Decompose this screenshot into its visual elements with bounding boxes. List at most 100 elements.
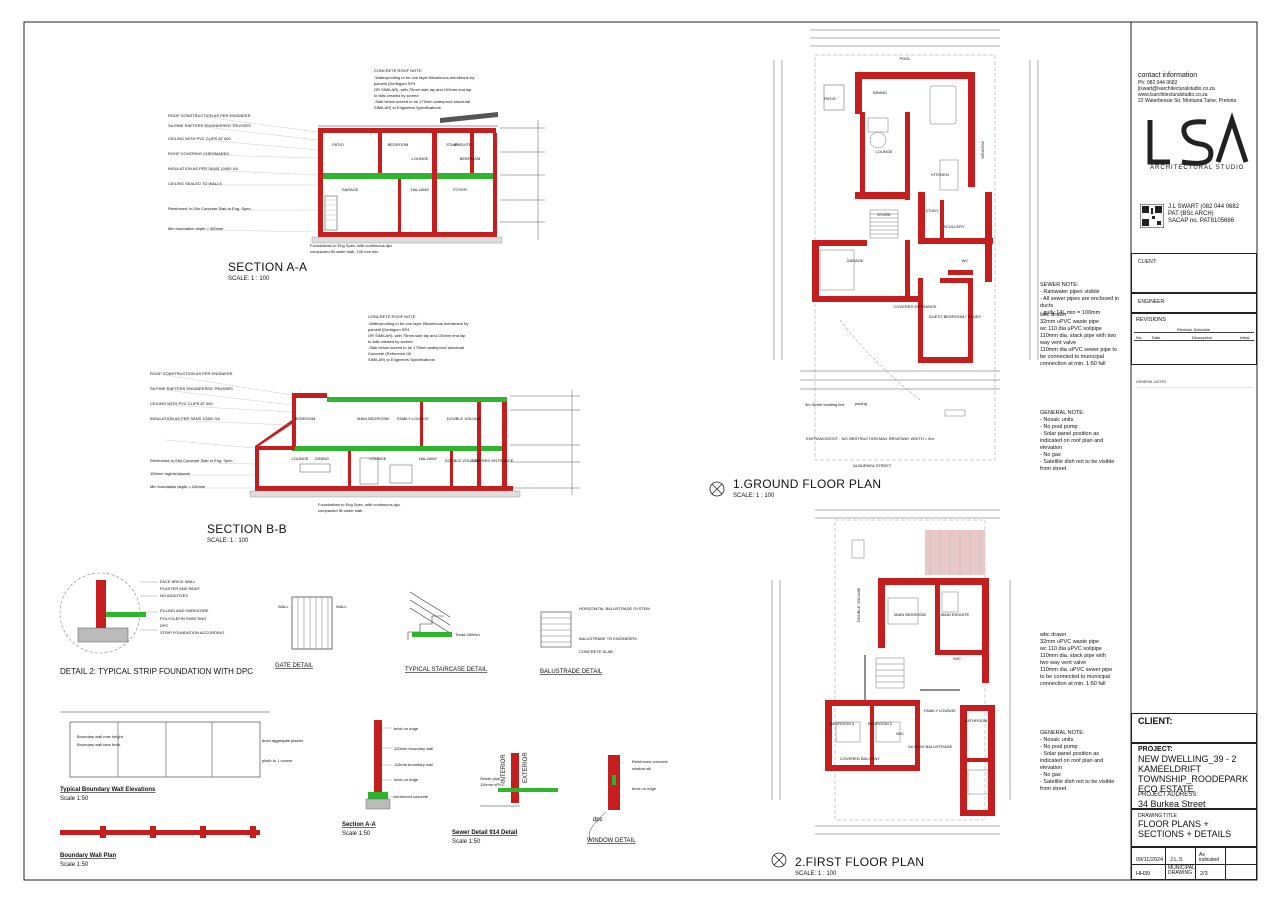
svg-text:-Slab below screed to be 175mm: -Slab below screed to be 175mm waterproo…	[374, 99, 470, 104]
gf-rooms-room-10: STORE	[877, 212, 891, 217]
gf-rooms-room-1: LOUNGE	[876, 149, 893, 154]
svg-text:compacted fill under slab, 100: compacted fill under slab, 100 mm min	[310, 249, 378, 254]
gf-rooms-room-7: WC	[962, 258, 969, 263]
ff-sewer-note: wbc drawn 32mm uPVC waste pipe wc 110 di…	[1040, 632, 1113, 687]
gf-rooms-room-4: GARAGE	[846, 258, 863, 263]
ff-rooms-room-6: FAMILY LOUNGE	[924, 708, 956, 713]
gf-general-note: GENERAL NOTE: - Nosaic units - No pool p…	[1040, 410, 1115, 472]
svg-text:Concrete (Reference Oil: Concrete (Reference Oil	[368, 351, 411, 356]
sheet-drawn: J.L.S	[1170, 857, 1183, 863]
drawing-title: FLOOR PLANS + SECTIONS + DETAILS	[1138, 819, 1232, 839]
sheet-job: HH39	[1136, 871, 1151, 877]
svg-text:BALUSTRADE TO ENGINEERS: BALUSTRADE TO ENGINEERS	[579, 636, 637, 641]
ff-title: 2.FIRST FLOOR PLAN	[795, 855, 924, 869]
svg-text:paving: paving	[855, 401, 867, 406]
svg-text:brick on edge: brick on edge	[394, 777, 419, 782]
svg-text:Tread 280mm: Tread 280mm	[455, 632, 480, 637]
svg-text:HORIZONTAL BALUSTRADE SYSTEM: HORIZONTAL BALUSTRADE SYSTEM	[579, 606, 650, 611]
project-name: NEW DWELLING_39 - 2 KAMEELDRIFT TOWNSHIP…	[1138, 754, 1249, 794]
svg-text:WALL: WALL	[336, 604, 348, 609]
boundary-plan-scale: Scale 1:50	[60, 862, 89, 868]
interior-label: INTERIOR	[501, 754, 507, 783]
svg-text:NO ADDITIVES: NO ADDITIVES	[160, 593, 188, 598]
svg-text:Reinforced In-Situ Concrete Sl: Reinforced In-Situ Concrete Slab to Eng.…	[168, 206, 252, 211]
gf-rooms-room-6: SCULLERY	[943, 224, 964, 229]
section-aa-note-title: CONCRETE ROOF NOTE:	[374, 68, 422, 73]
gf-rooms-room-9: COVERED ENTRANCE	[894, 304, 937, 309]
sec-aa-rooms-room-4: HALLWAY	[411, 187, 430, 192]
sec-bb-rooms-room-1: LOUNGE	[292, 456, 309, 461]
svg-text:FACE BRICK WALL: FACE BRICK WALL	[160, 579, 196, 584]
sheet-stage: MUNICIPAL DRAWING	[1168, 865, 1195, 876]
svg-text:ROOF CONSTRUCTION AS PER ENGIN: ROOF CONSTRUCTION AS PER ENGINEER	[150, 371, 233, 376]
section-aa-title: SECTION A-A	[228, 260, 307, 274]
svg-text:CONCRETE SLAB: CONCRETE SLAB	[579, 649, 613, 654]
svg-text:-Slab below screed to be 175mm: -Slab below screed to be 175mm waterproo…	[368, 345, 464, 350]
sheet-scale: As indicated	[1199, 852, 1220, 863]
svg-text:-Waterproofing to be one layer: -Waterproofing to be one layer Bituminou…	[374, 75, 474, 80]
svg-text:INSULATION AS PER SANS 10400 X: INSULATION AS PER SANS 10400 XA	[168, 166, 238, 171]
revisions-box: REVISIONS Revision Schedule No. Date Des…	[1131, 313, 1257, 365]
svg-text:DPC: DPC	[160, 623, 169, 628]
stair-detail-title: TYPICAL STAIRCASE DETAIL	[405, 667, 488, 673]
svg-text:SA PINE RAFTERS ENGINEERED TRU: SA PINE RAFTERS ENGINEERED TRUSSES	[150, 386, 233, 391]
gf-scale: SCALE: 1 : 100	[733, 493, 775, 499]
svg-text:220mm boundary wall: 220mm boundary wall	[394, 746, 433, 751]
ground-floor-plan: DININGLOUNGEKITCHENPATIOGARAGESTUDYSCULL…	[709, 29, 1039, 499]
svg-text:CEILING WITH PVC CLIPS AT 600: CEILING WITH PVC CLIPS AT 600	[150, 401, 214, 406]
strip-detail-title: DETAIL 2: TYPICAL STRIP FOUNDATION WITH …	[60, 667, 253, 676]
sec-aa-rooms-room-5: FOYER	[453, 187, 467, 192]
svg-text:SIMILAR) to Engineers Specific: SIMILAR) to Engineers Specifications	[374, 105, 441, 110]
svg-text:150mm high brickwork: 150mm high brickwork	[150, 471, 190, 476]
svg-text:FILLING AND HARDCORE: FILLING AND HARDCORE	[160, 608, 209, 613]
svg-text:-Waterproofing to be one layer: -Waterproofing to be one layer Bituminou…	[368, 321, 468, 326]
ff-rooms-room-7: COVERED BALCONY	[840, 756, 880, 761]
sec-aa-rooms-room-0: PATIO	[332, 142, 343, 147]
sheet-date: 09/11/2024	[1136, 857, 1164, 863]
svg-text:Min foundation depth = 300mm: Min foundation depth = 300mm	[168, 226, 224, 231]
drawing-title-box: DRAWING TITLE FLOOR PLANS + SECTIONS + D…	[1131, 809, 1257, 847]
gf-rooms-room-5: STUDY	[925, 208, 939, 213]
sewer-detail-title: Sewer Detail 914 Detail	[452, 830, 518, 836]
svg-text:Foundations to Eng Spec, with: Foundations to Eng Spec, with continuous…	[318, 502, 400, 507]
studio-logo	[1147, 112, 1249, 166]
gf-street: 34 BURKEA STREET	[853, 463, 892, 468]
studio-name: ARCHITECTURAL STUDIO	[1150, 165, 1245, 171]
svg-text:parcelit (Derbigum SP4: parcelit (Derbigum SP4	[374, 81, 416, 86]
gf-rooms-room-11: POOL	[899, 56, 911, 61]
svg-text:WALL: WALL	[278, 604, 290, 609]
svg-text:Reinforced In-Situ Concrete Sl: Reinforced In-Situ Concrete Slab to Eng.…	[150, 458, 234, 463]
gf-rooms-room-3: PATIO	[824, 96, 835, 101]
sec-bb-rooms-room-2: DINING	[315, 456, 329, 461]
ff-rooms-room-8: 1m HIGH BALUSTRADE	[908, 744, 953, 749]
svg-text:OR SIMILAR), with 75mm side la: OR SIMILAR), with 75mm side lap and 100m…	[374, 87, 472, 92]
svg-text:to falls created by screed: to falls created by screed	[368, 339, 412, 344]
svg-text:Reinforced concrete: Reinforced concrete	[632, 759, 669, 764]
sec-aa-rooms-room-1: BEDROOM	[388, 142, 409, 147]
sec-bb-rooms-room-0: BEDROOM	[295, 416, 316, 421]
svg-text:ROOF CONSTRUCTION AS PER ENGIN: ROOF CONSTRUCTION AS PER ENGINEER	[168, 113, 251, 118]
sec-bb-rooms-room-5: DOUBLE VOLUME	[445, 458, 480, 463]
svg-text:window sill: window sill	[632, 766, 651, 771]
svg-text:CEILING WITH PVC CLIPS AT 600: CEILING WITH PVC CLIPS AT 600	[168, 136, 232, 141]
svg-text:Boundary wall face brick: Boundary wall face brick	[77, 742, 120, 747]
boundary-elev-scale: Scale 1:50	[60, 796, 89, 802]
ff-rooms-room-3: BEDROOM 3	[830, 721, 855, 726]
gf-north-symbol	[709, 481, 725, 497]
sec-bb-rooms-room-4: HALLWAY	[419, 456, 438, 461]
sec-bb-rooms-room-7: MAIN BEDROOM	[357, 416, 389, 421]
sec-aa-rooms-room-8: BEDROOM	[460, 156, 481, 161]
svg-text:ROOF COVERING CHROMADEK: ROOF COVERING CHROMADEK	[168, 151, 229, 156]
sec-aa-rooms-room-7: ENSUITE	[454, 142, 472, 147]
section-bb-note-title: CONCRETE ROOF NOTE:	[368, 314, 416, 319]
gf-sewer-detail: wbc drawn 32mm uPVC waste pipe wc 110 di…	[1040, 312, 1117, 367]
svg-text:POLYOLEFIN SHEETING: POLYOLEFIN SHEETING	[160, 616, 206, 621]
svg-text:plinth to 1 course: plinth to 1 course	[262, 758, 293, 763]
engineer-box: ENGINEER:	[1131, 293, 1257, 313]
svg-text:PLASTER AND PAINT: PLASTER AND PAINT	[160, 586, 201, 591]
boundary-elev-title: Typical Boundary Wall Elevations	[60, 787, 156, 793]
svg-text:SA PINE RAFTERS ENGINEERED TRU: SA PINE RAFTERS ENGINEERED TRUSSES	[168, 123, 251, 128]
svg-text:reinforced concrete: reinforced concrete	[394, 794, 429, 799]
sec-aa-rooms-room-6: STAIR	[446, 142, 458, 147]
sheet-info-box: 09/11/2024 J.L.S As indicated HH39 MUNIC…	[1131, 847, 1257, 880]
